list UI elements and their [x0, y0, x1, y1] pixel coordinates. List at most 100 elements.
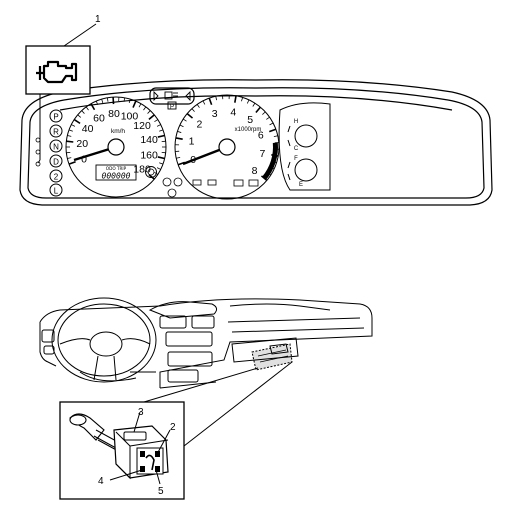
check-engine-callout: [25, 45, 91, 164]
tachometer-tick-label: 1: [189, 136, 195, 148]
tachometer-tick: [176, 156, 181, 159]
brake-lamp-icon: [248, 179, 259, 187]
speedometer-tick: [101, 98, 104, 104]
speedometer-tick-label: 160: [140, 150, 158, 162]
fuel-empty-label: E: [299, 182, 303, 188]
gear-label-P: P: [53, 113, 58, 122]
temp-hot-label: H: [294, 119, 298, 125]
speedometer-tick: [73, 118, 81, 125]
gear-2: 2: [49, 169, 63, 183]
gear-R: R: [49, 124, 63, 138]
tachometer-tick: [196, 104, 200, 108]
fuel-full-label: F: [294, 156, 298, 162]
speedometer-hub: [107, 138, 125, 156]
tachometer-tick: [177, 130, 182, 133]
tachometer-tick: [269, 122, 274, 126]
gear-P: P: [49, 109, 63, 123]
gear-indicator: P R N D 2 L: [49, 109, 63, 197]
speedometer-tick: [138, 103, 142, 108]
speedometer-tick: [156, 167, 161, 170]
tachometer-tick: [241, 97, 244, 102]
tachometer-tick: [186, 112, 194, 119]
callout-3: 3: [138, 407, 144, 418]
tachometer-tick-label: 2: [197, 119, 203, 131]
turn-right-icon: [185, 90, 191, 102]
speedometer-tick: [68, 129, 73, 132]
battery-lamp-icon: [192, 179, 202, 186]
tachometer-tick: [202, 100, 206, 105]
seatbelt-lamp-icon: [173, 177, 183, 187]
tachometer-tick-label: 7: [260, 148, 266, 160]
speedometer-ticks: [66, 97, 166, 180]
speedometer-tick: [68, 160, 76, 165]
door-lamp-icon: [207, 179, 217, 186]
tachometer-tick-label: 4: [230, 106, 236, 118]
diagnostic-connector-location: [143, 343, 293, 447]
speedometer-tick: [148, 174, 155, 180]
tachometer-tick: [262, 111, 266, 115]
tachometer-red-zone: [262, 142, 279, 180]
center-indicators: P: [153, 90, 191, 111]
connector-detail: 3 2 4 5: [59, 401, 185, 500]
odometer-caption: ODO TRIP: [106, 166, 127, 171]
tachometer-tick: [269, 128, 277, 133]
trip-reset-knob: [145, 166, 157, 178]
check-engine-icon: [36, 60, 78, 84]
callout-5: 5: [158, 486, 164, 497]
turn-left-icon: [153, 90, 159, 102]
speedometer-unit: km/h: [111, 128, 125, 135]
tachometer-tick: [273, 135, 278, 138]
gear-label-N: N: [53, 143, 59, 152]
lower-warning-lamps: [162, 177, 259, 198]
fuel-gauge: F E: [287, 156, 318, 188]
speedometer-tick-label: 20: [76, 138, 88, 150]
tachometer-tick: [255, 106, 262, 114]
tachometer-tick: [191, 108, 195, 112]
parking-brake-indicator: P: [170, 105, 174, 111]
speedometer-tick: [148, 114, 155, 120]
speedometer-tick-label: 100: [121, 111, 139, 123]
temperature-gauge: H C: [287, 119, 318, 152]
tachometer-tick: [179, 124, 184, 128]
callout-1-leader: [63, 23, 97, 47]
tachometer-tick: [208, 97, 213, 105]
speedometer-tick: [123, 97, 126, 102]
connector-latch: [123, 431, 147, 441]
callout-1: 1: [95, 14, 101, 25]
airbag-lamp-icon: [162, 177, 172, 187]
tachometer-tick: [246, 99, 250, 104]
speedometer-tick-label: 180: [133, 164, 151, 176]
speedometer-tick: [159, 129, 164, 132]
speedometer-tick: [128, 98, 131, 104]
odometer: ODO TRIP 000000: [95, 164, 137, 181]
tachometer-tick-label: 6: [258, 129, 264, 141]
speedometer-tick-label: 140: [140, 134, 158, 146]
callout-2: 2: [170, 422, 176, 433]
dashboard: [39, 297, 373, 389]
callout-4-leader: [109, 469, 143, 481]
tachometer-tick: [266, 116, 270, 120]
speedometer-tick: [67, 135, 72, 137]
speedometer-tick: [132, 100, 137, 108]
speedometer-tick: [90, 103, 96, 111]
callout-5-leader: [155, 469, 161, 485]
speedometer-tick-label: 0: [81, 153, 87, 165]
speedometer-tick-label: 80: [108, 108, 120, 120]
tachometer-hub: [218, 138, 236, 156]
speedometer-tick: [66, 140, 74, 143]
detail-leader-left: [143, 367, 259, 403]
speedometer-tick: [157, 134, 165, 138]
tachometer-tick-label: 5: [247, 114, 253, 126]
abs-lamp-icon: [167, 188, 177, 198]
tachometer-tick: [252, 102, 256, 107]
speedometer-tick: [95, 100, 99, 105]
headlight-icon: [164, 91, 173, 100]
gear-D: D: [49, 154, 63, 168]
gear-label-L: L: [54, 187, 59, 196]
speedometer-tick: [154, 119, 158, 123]
speedometer-tick: [85, 106, 89, 111]
gear-label-R: R: [53, 128, 59, 137]
